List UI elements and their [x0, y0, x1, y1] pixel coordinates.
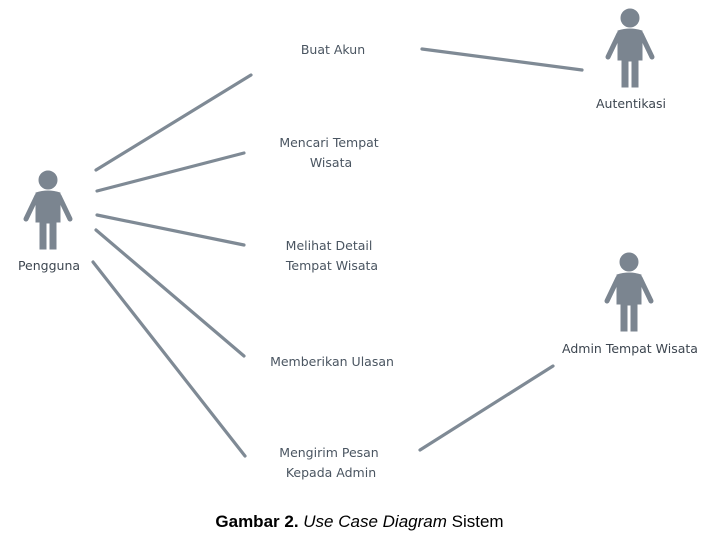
use-case-line: Mencari Tempat — [279, 135, 378, 150]
association-pengguna-buat-akun — [94, 73, 253, 172]
use-case-diagram: Pengguna Autentikasi Admin Tempat Wisata… — [17, 8, 698, 505]
use-case-line: Melihat Detail — [286, 238, 373, 253]
caption-label: Gambar 2. — [215, 512, 299, 531]
association-autentikasi-buat-akun — [420, 47, 584, 72]
use-case-line: Memberikan Ulasan — [270, 354, 394, 369]
use-case-line: Buat Akun — [301, 42, 365, 57]
use-case-buat-akun: Buat Akun — [301, 42, 365, 57]
caption-rest: Sistem — [451, 512, 504, 531]
use-case-line: Mengirim Pesan — [279, 445, 378, 460]
person-icon — [604, 252, 654, 332]
use-case-box-melihat — [258, 212, 408, 297]
use-case-line: Wisata — [310, 155, 352, 170]
association-pengguna-memberikan — [94, 228, 246, 358]
use-case-line: Tempat Wisata — [285, 258, 378, 273]
use-case-memberikan: Memberikan Ulasan — [270, 354, 394, 369]
actor-admin: Admin Tempat Wisata — [562, 252, 698, 356]
person-icon — [605, 8, 655, 88]
use-case-line: Kepada Admin — [286, 465, 376, 480]
use-case-box-mengirim — [258, 420, 408, 505]
actor-autentikasi: Autentikasi — [596, 8, 666, 111]
actor-pengguna: Pengguna — [18, 170, 80, 273]
association-pengguna-mencari — [95, 151, 246, 193]
association-pengguna-melihat — [95, 213, 246, 247]
use-case-melihat: Melihat Detail Tempat Wisata — [285, 238, 378, 273]
actor-label-admin: Admin Tempat Wisata — [562, 341, 698, 356]
use-case-mencari: Mencari Tempat Wisata — [279, 135, 382, 170]
association-pengguna-mengirim — [91, 260, 247, 458]
use-case-box-memberikan — [258, 318, 408, 403]
actor-label-pengguna: Pengguna — [18, 258, 80, 273]
association-admin-mengirim — [418, 364, 555, 452]
use-case-box-mencari — [258, 110, 408, 195]
use-case-mengirim: Mengirim Pesan Kepada Admin — [279, 445, 382, 480]
actor-label-autentikasi: Autentikasi — [596, 96, 666, 111]
use-case-box-buat-akun — [258, 10, 408, 90]
person-icon — [23, 170, 73, 250]
caption-italic: Use Case Diagram — [303, 512, 447, 531]
figure-caption: Gambar 2. Use Case Diagram Sistem — [0, 512, 719, 532]
